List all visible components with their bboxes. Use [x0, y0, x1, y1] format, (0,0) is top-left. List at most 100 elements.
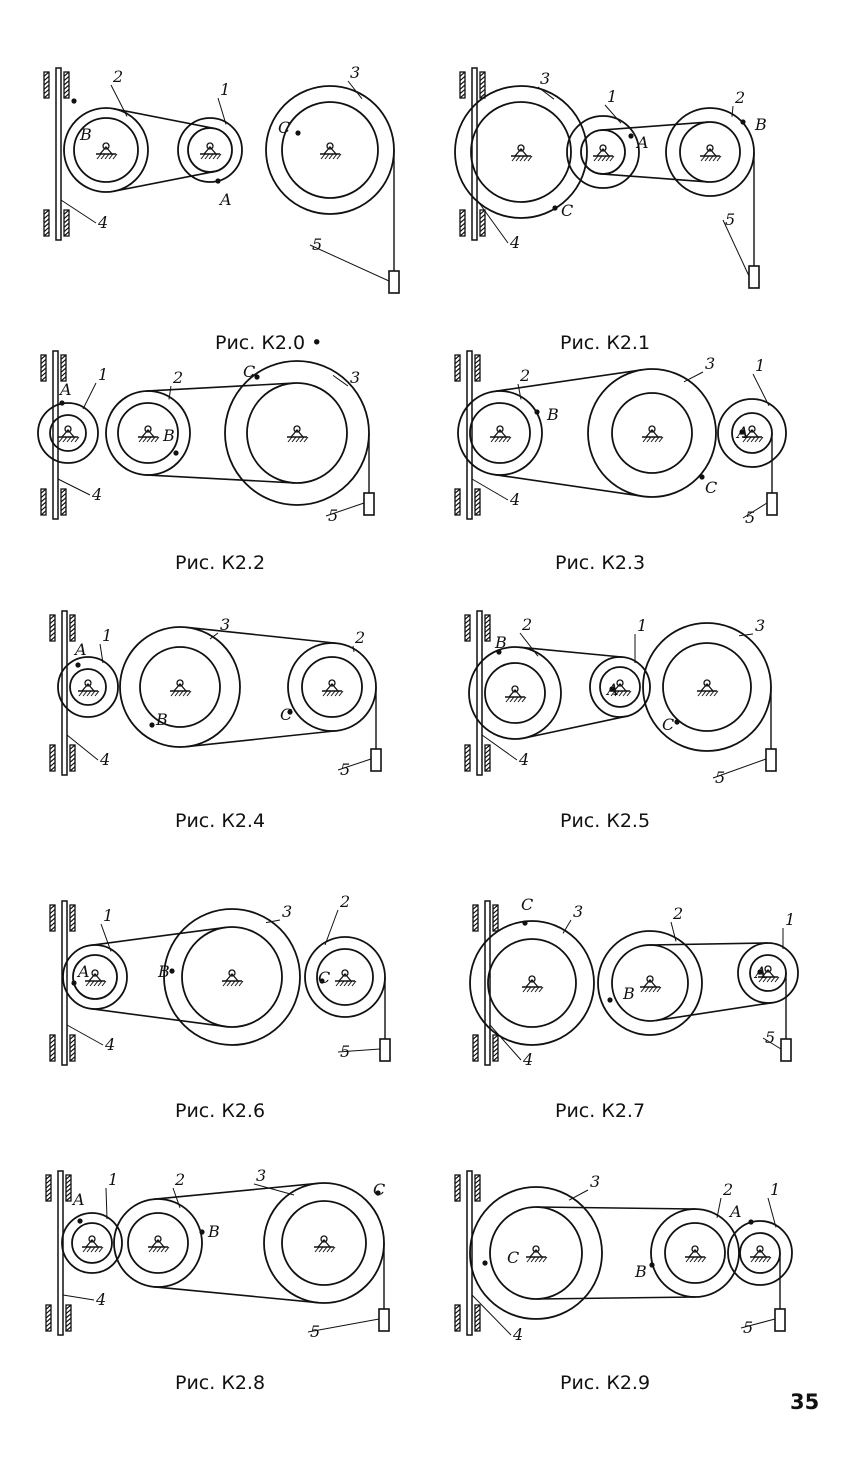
rack-guide — [43, 209, 70, 237]
label-C: C — [561, 201, 573, 220]
label-B: B — [546, 405, 559, 424]
pivot-support-icon — [96, 142, 118, 160]
weight-5 — [370, 687, 382, 772]
leader-line — [60, 199, 97, 224]
leader-line — [57, 478, 91, 496]
load-block — [780, 1038, 792, 1062]
load-block — [363, 492, 375, 516]
leader-line — [519, 632, 539, 657]
point-A — [215, 178, 221, 184]
point-C — [482, 1260, 488, 1266]
point-B — [169, 968, 175, 974]
leader-line — [332, 374, 349, 387]
point-A — [628, 133, 634, 139]
load-block — [378, 1308, 390, 1332]
rack-guide — [43, 71, 70, 99]
rack-bar — [61, 900, 68, 1066]
pulley-outer-rim — [37, 402, 99, 464]
load-block — [748, 265, 760, 289]
label-5: 5 — [743, 1318, 753, 1337]
belt-strand — [145, 474, 295, 484]
weight-5 — [378, 1243, 390, 1332]
label-3: 3 — [573, 902, 583, 921]
rack-bar — [55, 67, 62, 241]
belt-strand — [519, 646, 623, 658]
leader-line — [347, 80, 363, 100]
point-B — [607, 997, 613, 1003]
label-3: 3 — [256, 1166, 266, 1185]
pulley-inner-rim — [187, 127, 233, 173]
leader-line — [309, 244, 390, 282]
leader-line — [100, 923, 112, 952]
pulley-inner-rim — [489, 1206, 583, 1300]
leader-line — [489, 1024, 522, 1061]
leader-line — [337, 1048, 381, 1053]
label-1: 1 — [637, 616, 647, 635]
rack-bar — [476, 610, 483, 776]
rack-guide — [49, 614, 76, 642]
label-3: 3 — [705, 354, 715, 373]
leader-line — [337, 758, 372, 771]
pulley-inner-rim — [664, 1222, 726, 1284]
pivot-support-icon — [170, 679, 192, 697]
label-1: 1 — [607, 87, 617, 106]
pulley-3 — [265, 85, 395, 215]
leader-line — [471, 478, 509, 501]
label-A: A — [635, 133, 649, 152]
point-C — [699, 474, 705, 480]
leader-line — [481, 734, 518, 761]
belt-strand — [113, 107, 215, 130]
rack-guide — [454, 1174, 481, 1202]
point-B — [149, 722, 155, 728]
label-A: A — [76, 962, 90, 981]
leader-line — [740, 1318, 776, 1329]
leader-line — [742, 502, 768, 519]
leader-line — [307, 1318, 380, 1333]
belt-3-2 — [186, 626, 337, 748]
label-5: 5 — [312, 235, 322, 254]
leader-line — [105, 1187, 108, 1220]
pivot-support-icon — [322, 679, 344, 697]
pulley-inner-rim — [69, 668, 107, 706]
pulley-inner-rim — [72, 954, 118, 1000]
belt-2-1 — [519, 646, 627, 739]
belt-1-3 — [90, 926, 226, 1028]
pivot-support-icon — [200, 142, 222, 160]
pivot-support-icon — [700, 144, 722, 162]
pulley-1 — [589, 656, 651, 718]
label-A: A — [728, 1202, 742, 1221]
weight-5 — [379, 977, 391, 1062]
pulley-inner-rim — [611, 392, 693, 474]
belt-strand — [536, 1296, 696, 1300]
weight-5 — [765, 687, 777, 772]
belt-strand — [153, 1285, 319, 1304]
pulley-inner-rim — [139, 646, 221, 728]
belt-1-2 — [601, 121, 708, 183]
label-B: B — [157, 962, 170, 981]
point-B — [496, 649, 502, 655]
belt-2-1 — [113, 107, 215, 193]
point-A — [757, 969, 763, 975]
pivot-support-icon — [58, 425, 80, 443]
rack-4 — [49, 610, 76, 776]
pulley-3 — [587, 368, 717, 498]
label-A: A — [605, 680, 619, 699]
weight-5 — [748, 152, 760, 289]
point-C — [375, 1190, 381, 1196]
pulley-3 — [469, 1186, 603, 1320]
pulley-inner-rim — [71, 1222, 113, 1264]
belt-2-3 — [153, 1182, 319, 1304]
pulley-outer-rim — [119, 626, 241, 748]
load-block — [379, 1038, 391, 1062]
rack-guide — [464, 744, 491, 772]
pivot-support-icon — [82, 1235, 104, 1253]
pulley-inner-rim — [470, 101, 572, 203]
rack-bar — [471, 67, 478, 241]
load-block — [765, 748, 777, 772]
